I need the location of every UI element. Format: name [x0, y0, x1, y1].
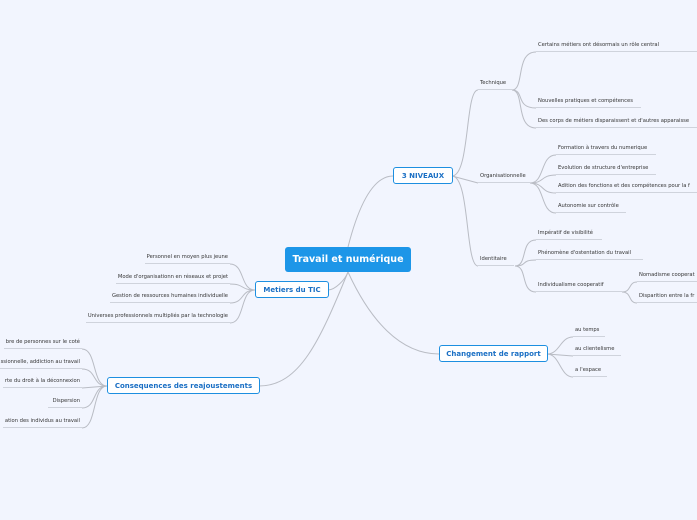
leaf-identitaire[interactable]: Impératif de visibilité: [536, 230, 602, 240]
leaf-consequences[interactable]: rte du droit à la déconnexion: [2, 378, 82, 388]
leaf-changement[interactable]: au temps: [573, 327, 605, 337]
leaf-organisationnelle[interactable]: Autonomie sur contrôle: [556, 203, 626, 213]
subtopic-organisationnelle[interactable]: Organisationnelle: [478, 173, 530, 183]
topic-changement-de-rapport[interactable]: Changement de rapport: [439, 345, 548, 362]
leaf-identitaire[interactable]: Individualisme cooperatif: [536, 282, 622, 292]
leaf-technique[interactable]: Nouvelles pratiques et compétences: [536, 98, 641, 108]
leaf-organisationnelle[interactable]: Formation à travers du numerique: [556, 145, 656, 155]
leaf-changement[interactable]: a l'espace: [573, 367, 607, 377]
topic-3-niveaux[interactable]: 3 NIVEAUX: [393, 167, 453, 184]
subtopic-technique[interactable]: Technique: [478, 80, 512, 90]
leaf-metiers[interactable]: Personnel en moyen plus jeune: [144, 254, 230, 264]
topic-metiers-du-tic[interactable]: Metiers du TIC: [255, 281, 329, 298]
leaf-consequences[interactable]: bre de personnes sur le coté: [3, 339, 82, 349]
leaf-metiers[interactable]: Universes professionnels multipliés par …: [85, 313, 230, 323]
leaf-metiers[interactable]: Mode d'organisationn en réseaux et proje…: [115, 274, 230, 284]
topic-consequences[interactable]: Consequences des reajoustements: [107, 377, 260, 394]
leaf-metiers[interactable]: Gestion de ressources humaines individue…: [109, 293, 230, 303]
leaf-technique[interactable]: Des corps de métiers disparaissent et d'…: [536, 118, 697, 128]
subtopic-identitaire[interactable]: Identitaire: [478, 256, 514, 266]
leaf-changement[interactable]: au clientelisme: [573, 346, 621, 356]
leaf-individualisme[interactable]: Nomadisme cooperat: [637, 272, 697, 282]
leaf-consequences[interactable]: ssionnelle, addiction au travail: [0, 359, 82, 369]
central-topic[interactable]: Travail et numérique: [285, 247, 411, 272]
leaf-individualisme[interactable]: Disparition entre la fr: [637, 293, 697, 303]
leaf-organisationnelle[interactable]: Evolution de structure d'entreprise: [556, 165, 656, 175]
leaf-organisationnelle[interactable]: Adition des fonctions et des compétences…: [556, 183, 697, 193]
leaf-consequences[interactable]: Dispersion: [48, 398, 82, 408]
leaf-technique[interactable]: Certains métiers ont désormais un rôle c…: [536, 42, 697, 52]
leaf-consequences[interactable]: ation des individus au travail: [2, 418, 82, 428]
leaf-identitaire[interactable]: Phénomène d'ostentation du travail: [536, 250, 643, 260]
